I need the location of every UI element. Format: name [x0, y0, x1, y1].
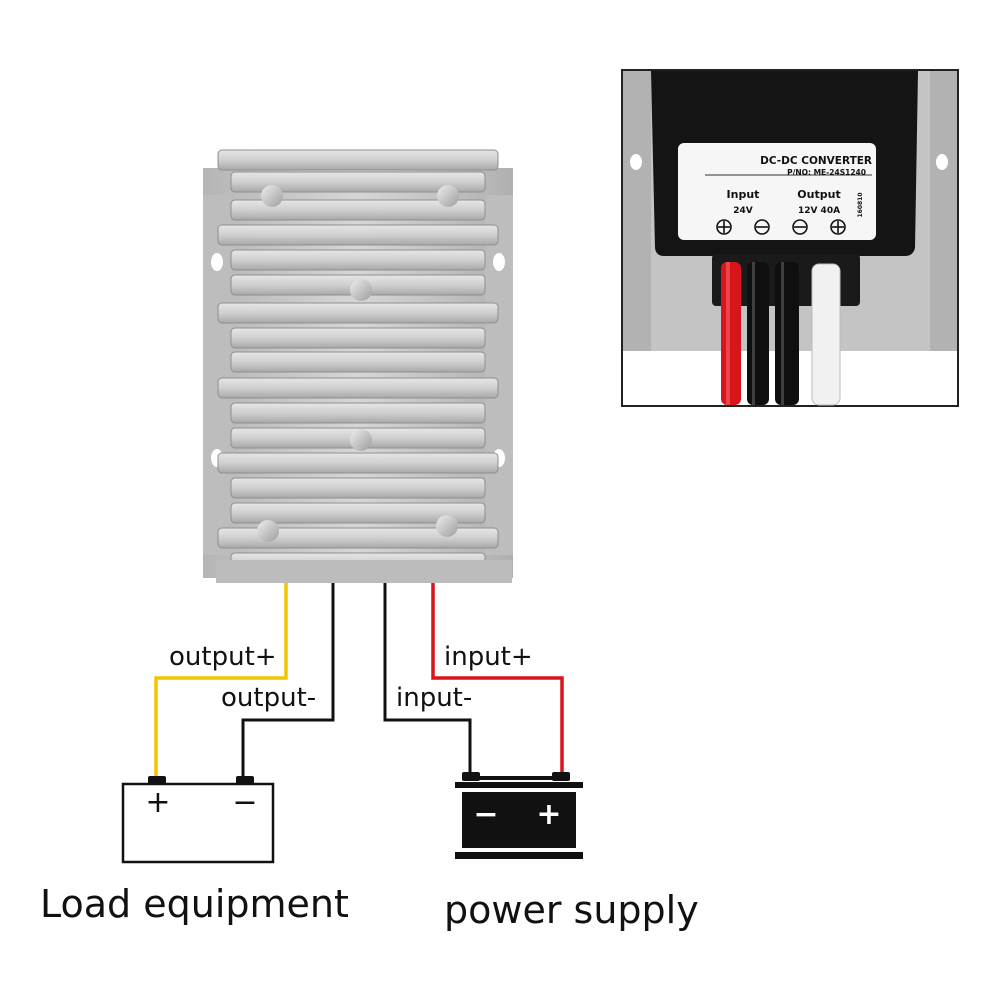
heatsink-fin — [217, 527, 499, 549]
load-minus-sign: − — [232, 785, 257, 820]
bolt — [257, 520, 279, 542]
load-terminal-minus — [236, 776, 254, 784]
heatsink-fin — [230, 351, 486, 373]
supply-plus-sign: + — [536, 797, 561, 832]
load-plus-sign: + — [145, 785, 170, 820]
heatsink-fin — [230, 327, 486, 349]
inset-cable-red — [721, 262, 741, 405]
inset-cable-black-highlight — [781, 262, 784, 405]
inset-mount-hole — [630, 154, 642, 170]
load-equipment-battery: + − — [121, 776, 275, 864]
supply-top-plate — [478, 776, 556, 780]
output-plus-label: output+ — [169, 642, 277, 672]
wire-output-plus — [154, 583, 288, 780]
load-terminal-plus — [148, 776, 166, 784]
input-minus-label: input- — [396, 683, 473, 713]
load-battery-body — [121, 782, 275, 864]
inset-flange-right — [930, 71, 957, 351]
heatsink-fin — [230, 249, 486, 271]
label-part-number: P/NO: ME-24S1240 — [787, 168, 866, 177]
left-flange — [203, 195, 231, 555]
inset-cable-black-highlight — [752, 262, 755, 405]
output-minus-label: output- — [221, 683, 317, 713]
inset-cable-white — [811, 263, 841, 406]
bolt — [436, 515, 458, 537]
mount-hole — [493, 253, 505, 271]
label-output-head: Output — [797, 188, 840, 201]
heatsink-fin — [230, 477, 486, 499]
bolt — [437, 185, 459, 207]
supply-minus-sign: − — [473, 797, 498, 832]
power-supply-battery: − + — [455, 772, 583, 859]
label-side-code: 160810 — [857, 192, 864, 217]
label-output-value: 12V 40A — [798, 206, 840, 216]
converter-heatsink — [203, 149, 513, 583]
heatsink-fin — [217, 302, 499, 324]
heatsink-fin — [217, 149, 499, 171]
label-input-head: Input — [727, 188, 760, 201]
bolt — [261, 185, 283, 207]
label-title: DC-DC CONVERTER — [760, 155, 872, 167]
heatsink-fin — [230, 402, 486, 424]
inset-flange-left — [623, 71, 651, 351]
wires — [154, 583, 564, 780]
inset-cable-red-highlight — [726, 262, 730, 405]
terminal-minus-icon — [792, 219, 808, 235]
heatsink-fins — [216, 149, 512, 583]
supply-top-ridge — [455, 782, 583, 788]
inset-mount-hole — [936, 154, 948, 170]
bolt — [350, 279, 372, 301]
heatsink-fin — [230, 199, 486, 221]
inset-photo: DC-DC CONVERTER P/NO: ME-24S1240 Input 2… — [621, 69, 959, 407]
wire-output-minus — [241, 583, 335, 780]
inset-white-label — [678, 143, 876, 240]
inset-cable-black — [747, 262, 769, 405]
power-supply-caption: power supply — [444, 888, 699, 932]
load-equipment-caption: Load equipment — [40, 882, 349, 926]
terminal-plus-icon — [830, 219, 846, 235]
supply-terminal-minus — [462, 772, 480, 781]
supply-battery-body — [462, 792, 576, 848]
mount-hole — [211, 253, 223, 271]
inset-cable-black — [775, 262, 799, 405]
input-plus-label: input+ — [444, 642, 533, 672]
heatsink-fin — [230, 502, 486, 524]
heatsink-fin — [217, 452, 499, 474]
heatsink-bottom-edge — [216, 560, 512, 583]
bolt — [350, 429, 372, 451]
label-terminal-symbols — [716, 219, 846, 235]
terminal-minus-icon — [754, 219, 770, 235]
terminal-plus-icon — [716, 219, 732, 235]
heatsink-fin — [230, 171, 486, 193]
label-input-value: 24V — [733, 206, 753, 216]
heatsink-fin — [217, 377, 499, 399]
wire-input-plus — [431, 583, 564, 777]
heatsink-fin — [217, 224, 499, 246]
right-flange — [485, 195, 513, 555]
wire-input-minus — [383, 583, 472, 777]
supply-terminal-plus — [552, 772, 570, 781]
supply-base — [455, 852, 583, 859]
